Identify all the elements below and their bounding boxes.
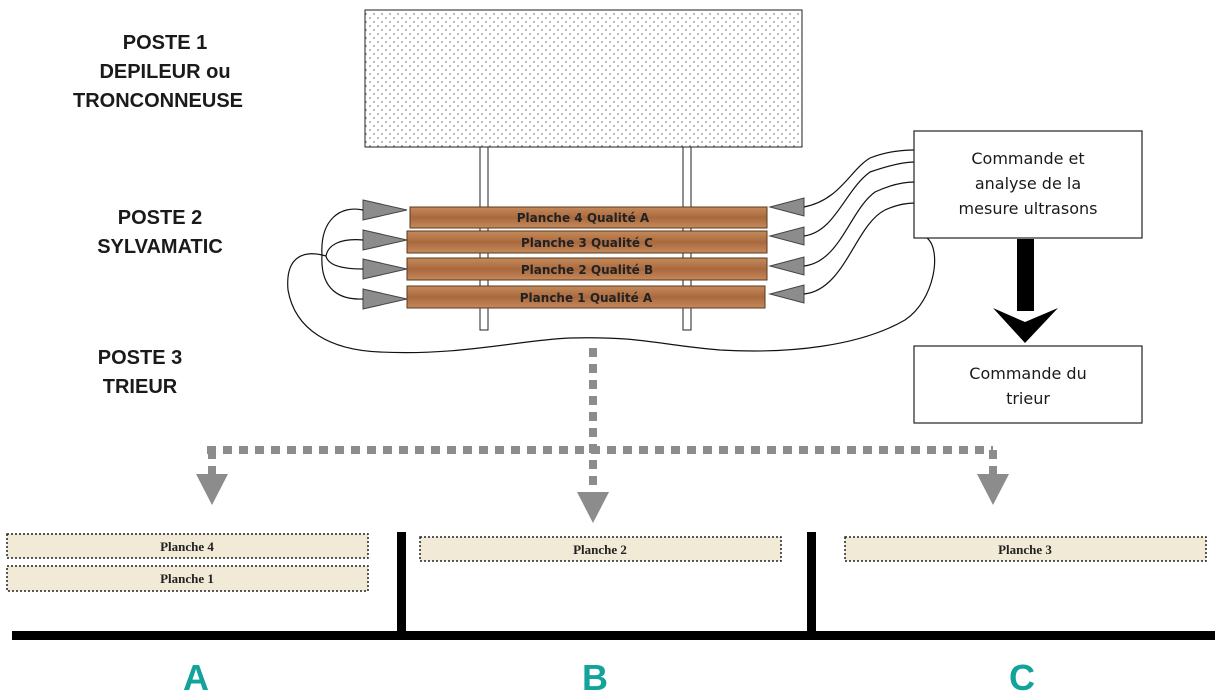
- analysis-box-line-1: Commande et: [971, 149, 1084, 168]
- station-2-line-2: SYLVAMATIC: [97, 236, 223, 258]
- bin-c-planks: Planche 3: [845, 537, 1206, 561]
- transducer-left-4-icon: [363, 200, 407, 220]
- station-1-line-1: POSTE 1: [123, 32, 207, 54]
- sorter-box-line-2: trieur: [1006, 389, 1050, 408]
- wire-right-1: [804, 203, 915, 294]
- station-2-label: POSTE 2 SYLVAMATIC: [97, 207, 223, 258]
- transducer-right-1-icon: [770, 285, 804, 303]
- plank-label: Planche 3 Qualité C: [521, 236, 653, 250]
- station-2-line-1: POSTE 2: [118, 207, 202, 229]
- analysis-box-line-2: analyse de la: [975, 174, 1081, 193]
- wire-left-inner: [326, 240, 363, 269]
- transducer-left-2-icon: [363, 259, 407, 279]
- right-wiring: [804, 150, 915, 294]
- wire-right-3: [804, 162, 915, 236]
- command-arrow-icon: [993, 239, 1058, 343]
- arrow-down-c-icon: [977, 474, 1009, 505]
- plank-3: Planche 3 Qualité C: [407, 231, 767, 253]
- analysis-box-line-3: mesure ultrasons: [959, 199, 1098, 218]
- plank-label: Planche 4 Qualité A: [517, 211, 650, 225]
- station-1-label: POSTE 1 DEPILEUR ou TRONCONNEUSE: [73, 32, 243, 112]
- sorted-plank-label: Planche 3: [998, 542, 1052, 557]
- stack-block: [365, 10, 802, 147]
- station-3-line-2: TRIEUR: [103, 376, 178, 398]
- transducer-left-1-icon: [363, 289, 407, 309]
- station-3-label: POSTE 3 TRIEUR: [98, 347, 182, 398]
- station-3-line-1: POSTE 3: [98, 347, 182, 369]
- station-1-line-2: DEPILEUR ou: [99, 61, 230, 83]
- plank-2: Planche 2 Qualité B: [407, 258, 767, 280]
- sorted-plank-label: Planche 1: [160, 571, 214, 586]
- plank-4: Planche 4 Qualité A: [410, 207, 767, 228]
- wire-right-2: [804, 182, 915, 266]
- transducer-left-3-icon: [363, 230, 407, 250]
- distribution-lines: [207, 348, 993, 496]
- transducer-right-2-icon: [770, 257, 804, 275]
- divider-bc: [807, 532, 816, 636]
- left-transducers: [363, 200, 407, 309]
- sorter-box-frame: [914, 346, 1142, 423]
- bin-c-label: C: [1009, 657, 1035, 695]
- wire-right-4: [804, 150, 915, 207]
- arrow-down-b-icon: [577, 492, 609, 523]
- station-1-line-3: TRONCONNEUSE: [73, 90, 243, 112]
- analysis-box: Commande et analyse de la mesure ultraso…: [914, 131, 1142, 238]
- plank-1: Planche 1 Qualité A: [407, 286, 765, 308]
- distribution-arrowheads: [196, 474, 1009, 523]
- sorted-plank-label: Planche 4: [160, 539, 214, 554]
- bin-a-planks: Planche 4 Planche 1: [7, 534, 368, 591]
- sorter-box: Commande du trieur: [914, 346, 1142, 423]
- transducer-right-3-icon: [770, 227, 804, 245]
- bin-a-label: A: [183, 657, 209, 695]
- sorter-box-line-1: Commande du: [969, 364, 1086, 383]
- floor-line: [12, 631, 1215, 640]
- plank-label: Planche 1 Qualité A: [520, 291, 653, 305]
- bin-b-label: B: [582, 657, 608, 695]
- bin-b-planks: Planche 2: [420, 537, 781, 561]
- wire-left-outer: [322, 209, 363, 299]
- divider-ab: [397, 532, 406, 636]
- right-transducers: [770, 198, 804, 303]
- plank-label: Planche 2 Qualité B: [521, 263, 653, 277]
- arrow-down-a-icon: [196, 474, 228, 505]
- sorted-plank-label: Planche 2: [573, 542, 627, 557]
- transducer-right-4-icon: [770, 198, 804, 216]
